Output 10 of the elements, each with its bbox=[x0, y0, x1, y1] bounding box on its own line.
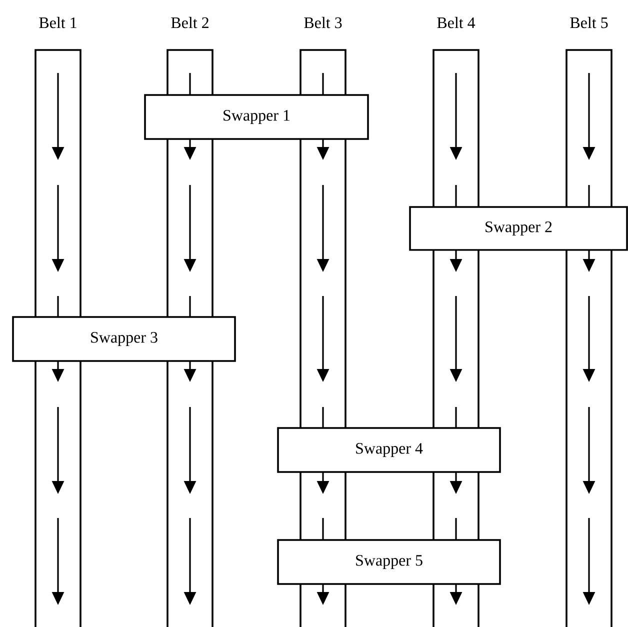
swapper-box: Swapper 1 bbox=[144, 94, 369, 140]
swapper-box: Swapper 3 bbox=[12, 316, 236, 362]
swapper-box: Swapper 2 bbox=[409, 206, 628, 251]
swapper-box: Swapper 5 bbox=[277, 539, 501, 585]
node-label: Belt 1 bbox=[39, 16, 76, 28]
node-label: Belt 2 bbox=[171, 16, 208, 28]
node-label: Belt 4 bbox=[437, 16, 476, 28]
swapper-box: Swapper 4 bbox=[277, 427, 501, 473]
node-label: Belt 3 bbox=[304, 16, 342, 28]
node-label: Belt 5 bbox=[570, 16, 608, 28]
